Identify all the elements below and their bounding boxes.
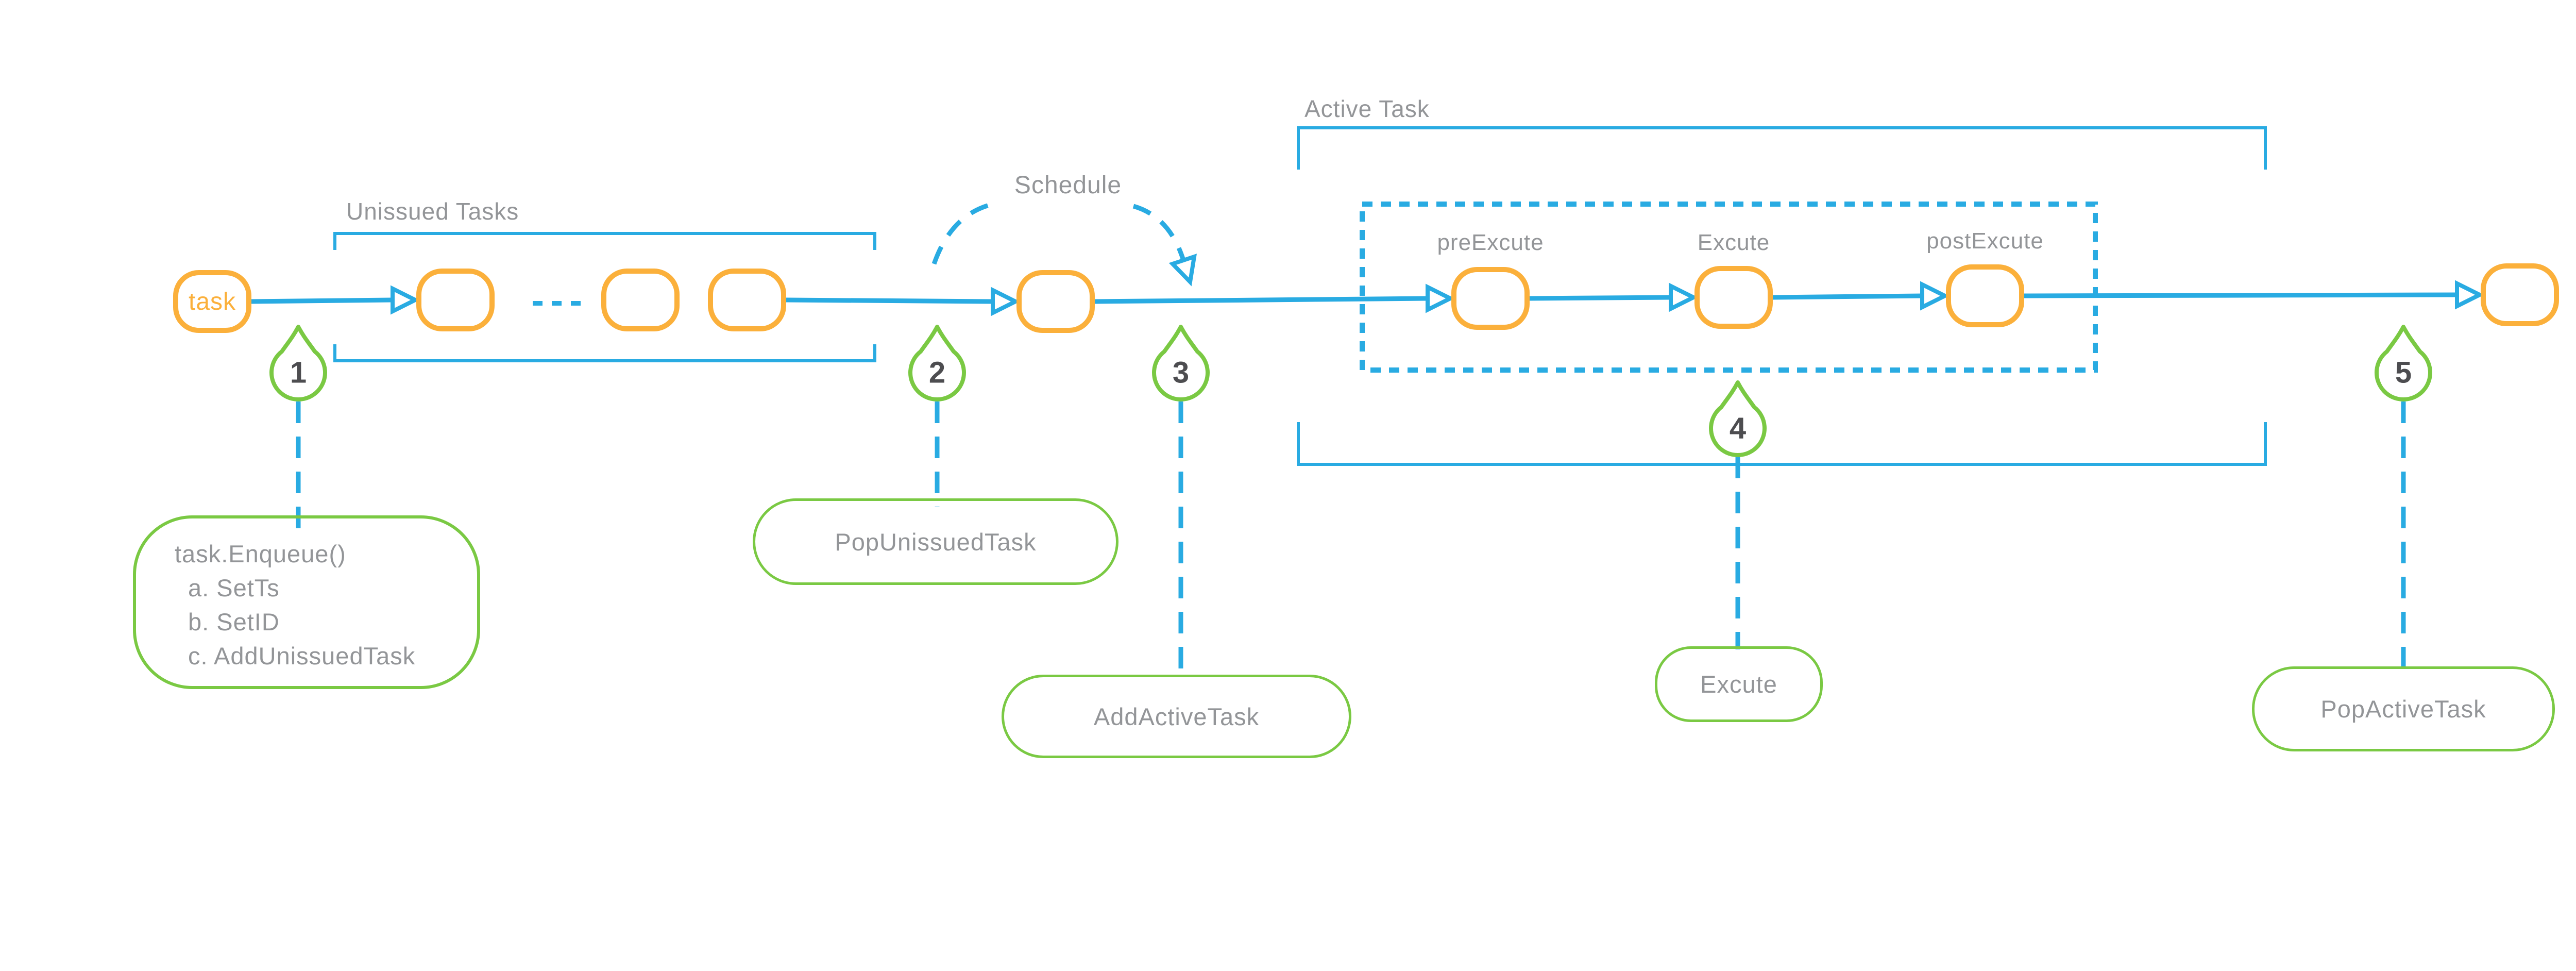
active-task-dotted-box: [1360, 202, 2098, 373]
arrowhead-icon: [391, 285, 420, 315]
schedule-arc-left: [931, 203, 990, 265]
marker-drop-icon: [2375, 325, 2432, 401]
postexcute-label: postExcute: [1926, 228, 2044, 254]
marker-drop-icon: [1152, 325, 1210, 401]
schedule-arc-right: [1132, 204, 1186, 261]
excute-note-label: Excute: [1700, 671, 1777, 698]
marker-drop-icon: [269, 325, 327, 401]
marker-number-3: 3: [1172, 356, 1190, 390]
excute-label: Excute: [1697, 230, 1770, 255]
add-active-task-note-label: AddActiveTask: [1093, 702, 1260, 730]
active-task-label: Active Task: [1304, 95, 1430, 122]
schedule-arcs: [931, 203, 1186, 265]
arrowhead-icon: [1920, 281, 1950, 311]
queue-ellipsis-icon: [533, 301, 581, 306]
enqueue-note-line: a. SetTs: [188, 574, 280, 601]
arrowhead-icon: [1669, 282, 1698, 312]
arrow-line-excute-to-postexcute: [1772, 293, 1923, 300]
preexcute-label: preExcute: [1437, 230, 1544, 255]
enqueue-note-lines: task.Enqueue() a. SetTs b. SetID c. AddU…: [136, 518, 477, 673]
marker-drop-icon: [908, 325, 966, 401]
unissued-tasks-brackets: [333, 232, 876, 362]
arrowhead-icon: [2455, 280, 2484, 310]
enqueue-note-line: task.Enqueue(): [175, 540, 346, 567]
postexcute-node: [1946, 264, 2024, 327]
excute-note-box: Excute: [1655, 646, 1823, 722]
schedule-label: Schedule: [1014, 172, 1122, 199]
unissued-top-bracket: [333, 232, 876, 250]
pop-unissued-task-note-label: PopUnissuedTask: [835, 528, 1037, 556]
arrow-line-postexcute-to-end: [2024, 292, 2458, 298]
active-bottom-bracket: [1297, 422, 2267, 466]
flow-arrows: [251, 292, 2458, 304]
pop-unissued-task-note-box: PopUnissuedTask: [753, 498, 1118, 585]
end-node: [2481, 263, 2559, 326]
preexcute-node: [1451, 267, 1530, 330]
pop-active-task-note-label: PopActiveTask: [2320, 695, 2486, 723]
arrow-line-task-to-queue: [251, 297, 393, 304]
unissued-queue-node-3: [708, 269, 786, 331]
unissued-bottom-bracket: [333, 344, 876, 362]
arrowhead-icon: [1426, 283, 1455, 313]
schedule-arc-arrowhead-icon: [1168, 254, 1197, 287]
enqueue-note-box: task.Enqueue() a. SetTs b. SetID c. AddU…: [133, 515, 480, 689]
excute-node: [1694, 266, 1773, 329]
arrow-line-schedule-to-preexcute: [1094, 296, 1428, 304]
marker-number-2: 2: [928, 356, 946, 390]
marker-drop-icon: [1709, 380, 1767, 457]
flow-arrowheads: [391, 280, 2484, 316]
marker-leader-lines: [296, 401, 2406, 681]
enqueue-note-line: c. AddUnissuedTask: [188, 642, 416, 669]
numbered-markers: [269, 325, 2432, 457]
arrow-line-queue-to-schedule: [786, 297, 993, 304]
task-node: task: [173, 270, 251, 333]
enqueue-note-line: b. SetID: [188, 608, 280, 635]
active-top-bracket: [1297, 126, 2267, 170]
arrowhead-icon: [991, 287, 1020, 316]
schedule-node: [1016, 270, 1095, 333]
marker-number-4: 4: [1729, 411, 1747, 445]
arrow-line-preexcute-to-excute: [1529, 295, 1671, 301]
unissued-queue-node-2: [601, 269, 680, 331]
unissued-queue-node-1: [416, 269, 495, 331]
active-task-brackets: [1297, 126, 2267, 466]
add-active-task-note-box: AddActiveTask: [1002, 675, 1351, 758]
unissued-tasks-label: Unissued Tasks: [346, 198, 519, 225]
task-node-label: task: [188, 288, 236, 315]
pop-active-task-note-box: PopActiveTask: [2252, 666, 2555, 751]
marker-number-5: 5: [2395, 356, 2412, 390]
marker-number-1: 1: [290, 356, 307, 390]
